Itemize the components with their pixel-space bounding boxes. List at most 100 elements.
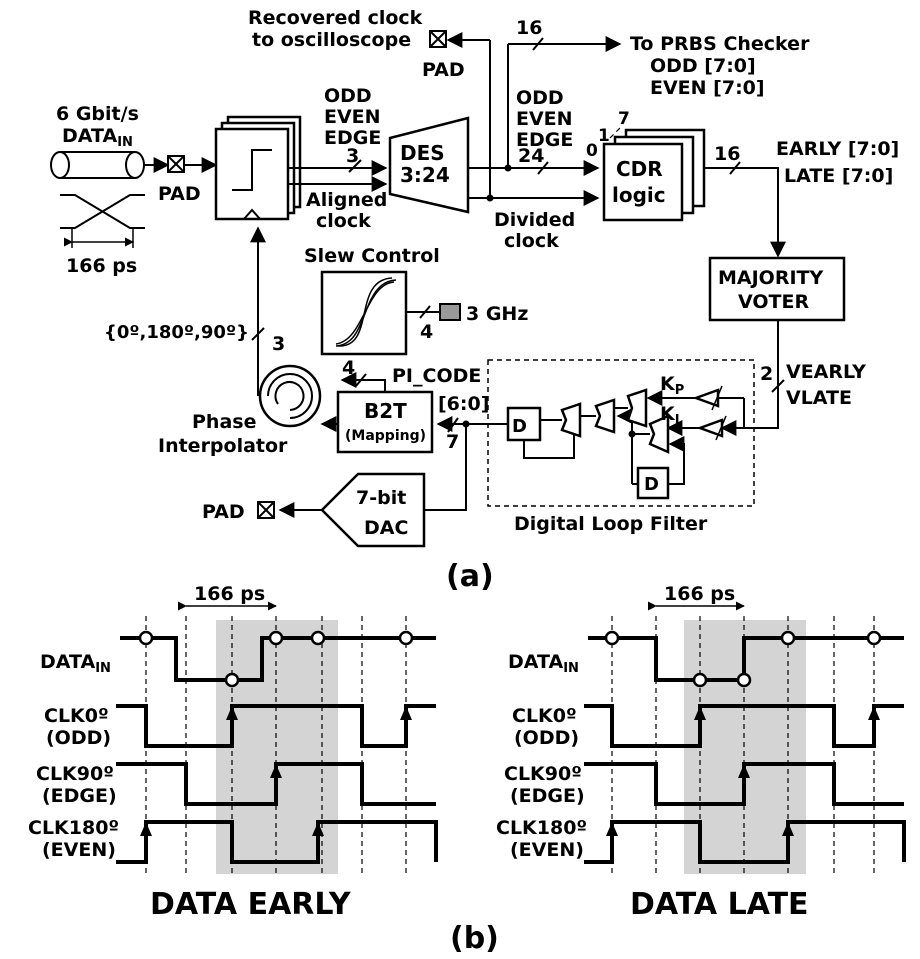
early-bus-label: EARLY [7:0] [776,138,899,160]
aligned-clock-label-2: clock [316,210,371,232]
prbs-odd-label: ODD [7:0] [650,55,756,77]
des-odd-label: ODD [516,87,564,109]
clk0-waveform [116,704,436,748]
clk180-label: CLK180º [28,817,119,839]
ki-label: KI [660,403,680,428]
late-bus-label: LATE [7:0] [784,165,893,187]
divided-clock-label-1: Divided [494,209,575,231]
clk180-waveform [584,820,906,864]
des-even-label: EVEN [516,108,573,130]
sampler-odd-label: ODD [324,85,372,107]
data-in-waveform [120,636,436,682]
data-in-waveform-label: DATAIN [508,651,579,676]
cdr-bus-width: 16 [714,143,740,165]
data-transition-marker [604,630,620,646]
sampler-edge-label: EDGE [324,127,381,149]
b2t-block [336,390,434,454]
des-label-2: 3:24 [400,163,450,187]
clock-source-pad-icon [439,303,461,321]
input-cable [50,151,170,179]
cdr-label-2: logic [612,183,666,207]
sampler-even-label: EVEN [324,106,381,128]
aligned-clock-label-1: Aligned [306,189,387,211]
clk180-role-label: (EVEN) [42,839,116,861]
prbs-checker-label: To PRBS Checker [630,33,810,55]
des-edge-label: EDGE [516,129,573,151]
rising-edge-arrow [738,764,750,778]
slew-control-label: Slew Control [304,245,440,267]
pi-code-label: PI_CODE [392,365,481,387]
caption-a: (a) [446,559,494,594]
timing-panel-data-early: 166 psDATAINCLK0º(ODD)CLK90º(EDGE)CLK180… [28,583,438,922]
cdr-logic-block [602,127,706,222]
ui-span-label: 166 ps [664,583,735,605]
prbs-bus-width: 16 [516,17,542,39]
b2t-mapping-label: (Mapping) [345,428,426,444]
des-label-1: DES [400,141,445,165]
rising-edge-arrow [140,822,152,836]
vlate-label: VLATE [786,387,852,409]
clk0-role-label: (ODD) [46,727,111,749]
dac-block [320,472,426,548]
data-in-waveform-label: DATAIN [40,651,111,676]
cdr-index-0: 0 [586,141,598,161]
clk90-role-label: (EDGE) [42,785,117,807]
clk0-label: CLK0º [512,705,577,727]
ui-span-label: 166 ps [194,583,265,605]
pi-bus-width: 3 [272,333,285,355]
data-transition-marker [138,630,154,646]
rising-edge-arrow [312,822,324,836]
data-transition-marker [398,630,414,646]
phase-set-label: {0º,180º,90º} [104,322,249,343]
cdr-index-1: 1 [598,126,610,146]
sampler-bus-width: 3 [346,145,359,167]
clk90-role-label: (EDGE) [510,785,585,807]
data-rate-label: 6 Gbit/s [56,103,139,125]
rising-edge-arrow [694,706,706,720]
sampler-block [214,115,302,221]
recovered-clock-pad-icon [429,30,447,48]
deserializer-block [388,116,470,214]
data-transition-marker [736,672,752,688]
data-transition-marker [224,672,240,688]
data-transition-marker [310,630,326,646]
data-transition-marker [866,630,882,646]
slew-bus-width: 4 [420,321,433,343]
rising-edge-arrow [226,706,238,720]
dac-pad-icon [257,501,275,519]
timing-panel-data-late: 166 psDATAINCLK0º(ODD)CLK90º(EDGE)CLK180… [496,583,906,922]
majority-label-2: VOTER [738,291,809,313]
input-pad-label: PAD [158,183,201,205]
data-transition-marker [268,630,284,646]
cdr-index-7: 7 [618,109,630,129]
data-late-label: DATA LATE [630,887,809,922]
divided-clock-label-2: clock [504,230,559,252]
majority-label-1: MAJORITY [718,267,823,289]
eye-diagram [60,194,145,248]
voter-bus-width: 2 [760,363,773,385]
pi-code-range-label: [6:0] [438,393,489,415]
clk180-waveform [116,820,438,864]
digital-loop-filter-label: Digital Loop Filter [514,513,708,535]
data-early-label: DATA EARLY [150,887,352,922]
rising-edge-arrow [606,822,618,836]
clk90-label: CLK90º [504,763,582,785]
phase-interp-label-1: Phase [192,411,256,433]
input-pad-icon [167,155,185,173]
pi-code-bus-width: 7 [446,431,459,453]
clk90-waveform [584,762,904,806]
cdr-label-1: CDR [616,157,663,181]
recovered-clock-label-1: Recovered clock [248,7,423,29]
clk0-label: CLK0º [44,705,109,727]
b2t-bus-width: 4 [342,357,355,379]
dac-label-1: 7-bit [356,487,406,509]
slew-control-block [320,270,408,356]
data-transition-marker [780,630,796,646]
vearly-label: VEARLY [786,361,866,383]
loop-filter-internals [436,385,745,500]
kp-label: KP [660,373,684,398]
input-ui-label: 166 ps [66,255,137,277]
caption-b: (b) [450,921,499,956]
